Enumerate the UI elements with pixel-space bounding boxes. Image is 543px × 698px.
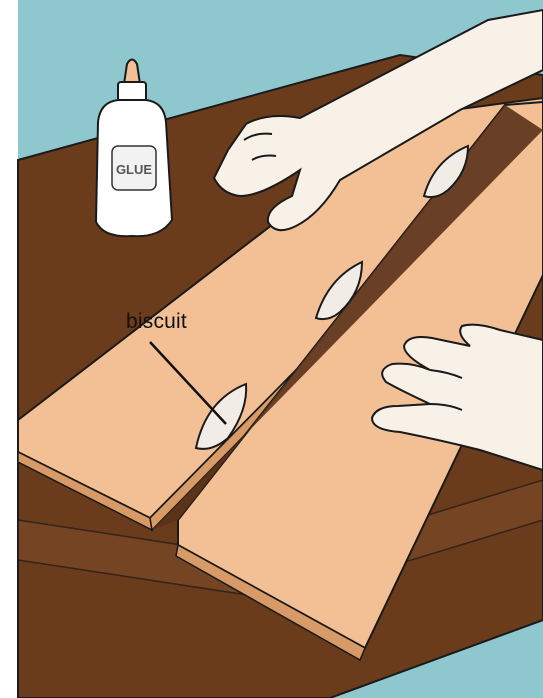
- biscuit-callout-label: biscuit: [126, 310, 187, 334]
- glue-bottle-label: GLUE: [116, 162, 152, 177]
